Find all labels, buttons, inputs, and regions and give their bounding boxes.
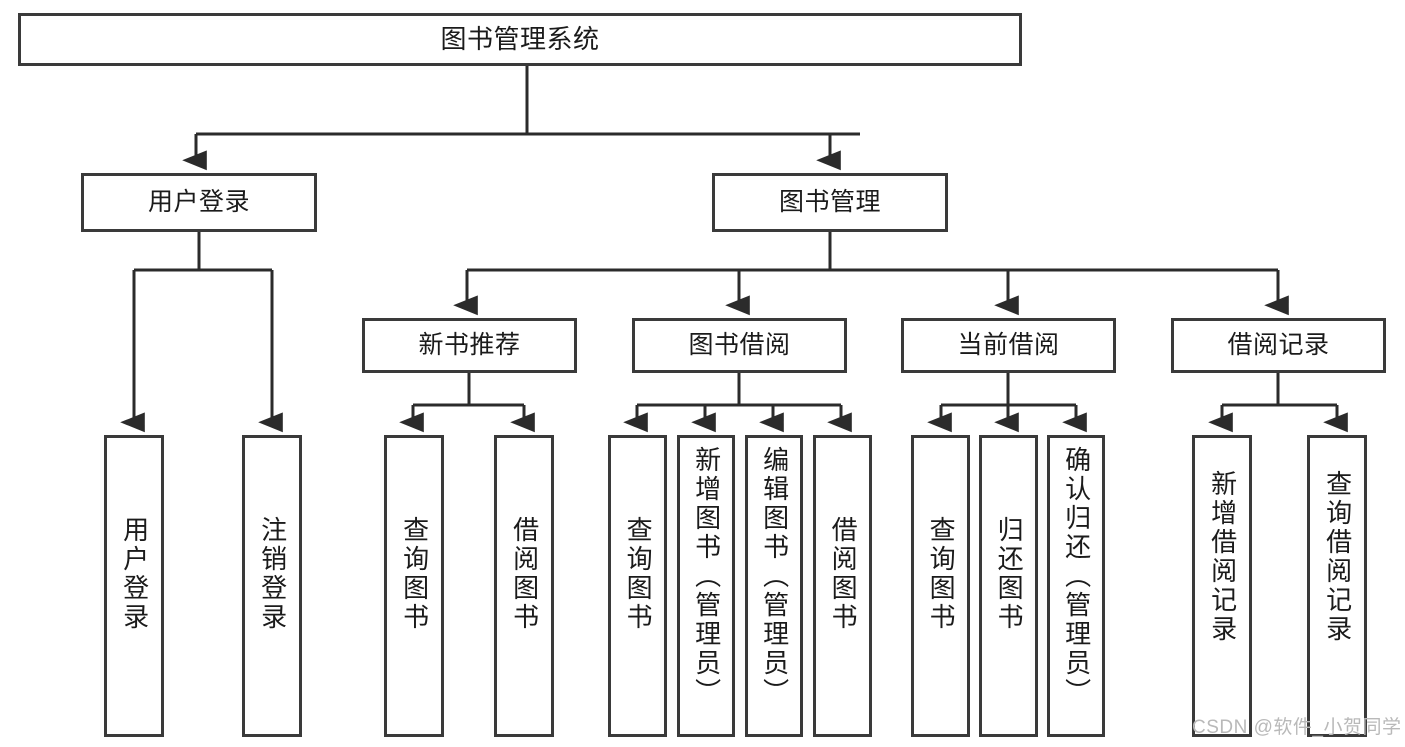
- node-book-manage-label: 图书管理: [778, 187, 881, 216]
- node-leaf-borrow-book-2-label: 借阅图书: [828, 516, 859, 632]
- node-leaf-query-record[interactable]: 查询借阅记录: [1307, 435, 1367, 737]
- node-leaf-add-record-label: 新增借阅记录: [1207, 470, 1238, 644]
- watermark: CSDN @软件_小贺同学: [1192, 717, 1402, 738]
- node-leaf-query-book-1[interactable]: 查询图书: [384, 435, 444, 737]
- node-user-login-label: 用户登录: [147, 187, 250, 216]
- node-borrow-record[interactable]: 借阅记录: [1171, 318, 1386, 373]
- node-book-borrow[interactable]: 图书借阅: [632, 318, 847, 373]
- node-leaf-borrow-book-1[interactable]: 借阅图书: [494, 435, 554, 737]
- node-leaf-query-book-3[interactable]: 查询图书: [911, 435, 970, 737]
- node-leaf-add-book-label: 新增图书（管理员）: [691, 446, 722, 707]
- node-borrow-record-label: 借阅记录: [1227, 330, 1330, 359]
- node-leaf-logout-label: 注销登录: [257, 516, 288, 632]
- node-leaf-return-book-label: 归还图书: [994, 516, 1025, 632]
- node-root[interactable]: 图书管理系统: [18, 13, 1022, 66]
- node-leaf-user-login-label: 用户登录: [119, 516, 150, 632]
- node-user-login[interactable]: 用户登录: [81, 173, 317, 232]
- node-book-borrow-label: 图书借阅: [688, 330, 791, 359]
- node-leaf-return-book[interactable]: 归还图书: [979, 435, 1038, 737]
- node-current-borrow-label: 当前借阅: [957, 330, 1060, 359]
- node-leaf-query-book-2[interactable]: 查询图书: [608, 435, 667, 737]
- node-new-book-rec-label: 新书推荐: [418, 330, 521, 359]
- node-leaf-add-record[interactable]: 新增借阅记录: [1192, 435, 1252, 737]
- node-leaf-confirm-return-label: 确认归还（管理员）: [1061, 446, 1092, 707]
- node-leaf-query-book-2-label: 查询图书: [623, 516, 654, 632]
- node-leaf-query-book-1-label: 查询图书: [399, 516, 430, 632]
- node-leaf-confirm-return[interactable]: 确认归还（管理员）: [1047, 435, 1105, 737]
- node-leaf-logout[interactable]: 注销登录: [242, 435, 302, 737]
- node-new-book-rec[interactable]: 新书推荐: [362, 318, 577, 373]
- node-leaf-borrow-book-1-label: 借阅图书: [509, 516, 540, 632]
- node-book-manage[interactable]: 图书管理: [712, 173, 948, 232]
- node-leaf-add-book[interactable]: 新增图书（管理员）: [677, 435, 735, 737]
- node-root-label: 图书管理系统: [440, 24, 600, 55]
- node-leaf-borrow-book-2[interactable]: 借阅图书: [813, 435, 872, 737]
- node-leaf-query-record-label: 查询借阅记录: [1322, 470, 1353, 644]
- node-leaf-edit-book[interactable]: 编辑图书（管理员）: [745, 435, 803, 737]
- node-leaf-user-login[interactable]: 用户登录: [104, 435, 164, 737]
- node-current-borrow[interactable]: 当前借阅: [901, 318, 1116, 373]
- node-leaf-query-book-3-label: 查询图书: [926, 516, 957, 632]
- node-leaf-edit-book-label: 编辑图书（管理员）: [759, 446, 790, 707]
